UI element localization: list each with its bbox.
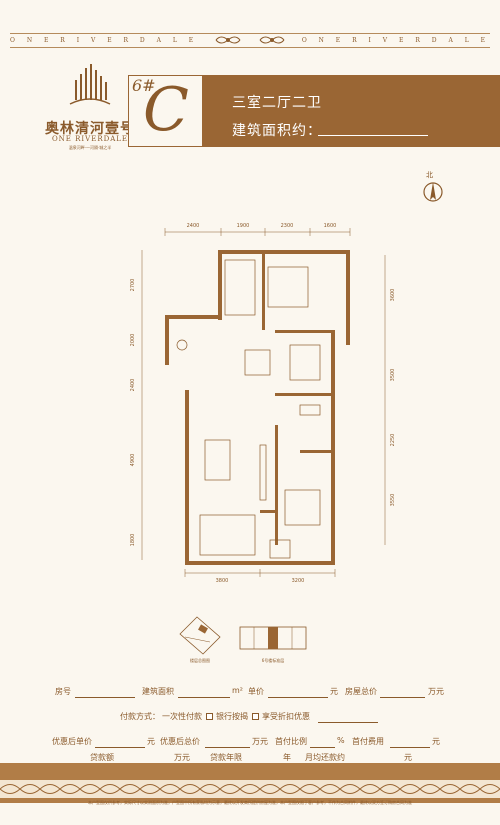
building-number: 6# bbox=[132, 76, 156, 95]
unit-price-field[interactable] bbox=[268, 697, 328, 698]
compass-icon bbox=[423, 182, 443, 202]
payment-option-mortgage: 银行按揭 bbox=[216, 712, 248, 721]
payment-option-discount: 享受折扣优惠 bbox=[262, 712, 310, 721]
yuan-unit-4: 元 bbox=[404, 753, 412, 762]
dim-top-3: 2300 bbox=[281, 223, 294, 229]
dim-top-1: 2400 bbox=[187, 223, 200, 229]
years-label: 贷款年限 bbox=[210, 753, 242, 762]
building-floor-caption: 6号楼标准层 bbox=[261, 658, 285, 663]
dim-bottom-2: 3200 bbox=[292, 578, 305, 584]
site-plan-thumbnail bbox=[179, 616, 221, 655]
payment-full-checkbox[interactable] bbox=[206, 713, 213, 720]
payment-label: 付款方式： bbox=[120, 712, 160, 721]
wan-unit-1: 万元 bbox=[428, 687, 444, 696]
disc-unit-field[interactable] bbox=[95, 747, 145, 748]
area-field[interactable] bbox=[178, 697, 230, 698]
first-ratio-field[interactable] bbox=[310, 747, 335, 748]
unit-price-label: 单价 bbox=[248, 687, 264, 696]
logo-tagline: 温泉河畔·一河隔·城之半 bbox=[68, 145, 112, 150]
total-price-label: 房屋总价 bbox=[345, 687, 377, 696]
unit-layout: 三室二厅二卫 bbox=[232, 95, 322, 111]
dim-right-1: 3600 bbox=[390, 289, 396, 302]
north-label: 北 bbox=[426, 171, 433, 179]
dim-left-3: 2400 bbox=[130, 379, 136, 392]
dim-top-2: 1900 bbox=[237, 223, 250, 229]
wan-unit-2: 万元 bbox=[252, 737, 268, 746]
yuan-unit-2: 元 bbox=[147, 737, 155, 746]
dim-left-2: 2000 bbox=[130, 334, 136, 347]
disc-unit-label: 优惠后单价 bbox=[52, 737, 92, 746]
area-blank bbox=[318, 135, 428, 136]
first-fee-field[interactable] bbox=[390, 747, 430, 748]
brand-band: O N E R I V E R D A L E O N E R I V E R … bbox=[0, 30, 500, 50]
dim-left-4: 4900 bbox=[130, 454, 136, 467]
room-no-field[interactable] bbox=[75, 697, 135, 698]
dim-bottom-1: 3800 bbox=[216, 578, 229, 584]
first-ratio-label: 首付比例 bbox=[275, 737, 307, 746]
dim-top-4: 1600 bbox=[324, 223, 337, 229]
north-compass: 北 bbox=[418, 170, 448, 205]
dim-left-5: 1800 bbox=[130, 534, 136, 547]
ornament-icon bbox=[259, 36, 285, 44]
dim-right-2: 3500 bbox=[390, 369, 396, 382]
site-plan-caption: 楼层总图图 bbox=[190, 658, 210, 663]
building-floor-thumbnail bbox=[239, 626, 307, 650]
floor-plan: 2400 1900 2300 1600 3800 3200 2700 2000 … bbox=[130, 223, 396, 584]
dim-right-4: 3550 bbox=[390, 494, 396, 507]
first-fee-label: 首付费用 bbox=[352, 737, 384, 746]
yuan-unit-3: 元 bbox=[432, 737, 440, 746]
logo-name: 奥林清河壹号 bbox=[45, 121, 135, 137]
brand-band-left: O N E R I V E R D A L E bbox=[10, 36, 199, 44]
footer-disclaimer: 本户型图仅供参考，实际尺寸以实测面积为准，户型图中所有家私均为示意，最终以开发商… bbox=[88, 800, 412, 805]
year-unit: 年 bbox=[283, 753, 291, 762]
top-rule-bottom bbox=[10, 47, 490, 48]
payment-mortgage-checkbox[interactable] bbox=[252, 713, 259, 720]
wan-unit-3: 万元 bbox=[174, 753, 190, 762]
unit-badge bbox=[128, 75, 203, 147]
monthly-label: 月均还款约 bbox=[305, 753, 345, 762]
yuan-unit-1: 元 bbox=[330, 687, 338, 696]
top-rule bbox=[10, 33, 490, 34]
dim-left-1: 2700 bbox=[130, 279, 136, 292]
unit-type-letter: C bbox=[143, 75, 189, 145]
brand-band-right: O N E R I V E R D A L E bbox=[301, 36, 490, 44]
loan-label: 贷款额 bbox=[90, 753, 114, 762]
area-field-label: 建筑面积 bbox=[142, 687, 174, 696]
ornament-icon bbox=[215, 36, 241, 44]
logo-english: ONE RIVERDALE bbox=[51, 135, 129, 143]
m2-unit: m² bbox=[232, 686, 243, 695]
area-label: 建筑面积约： bbox=[232, 123, 322, 139]
logo-mark-icon bbox=[69, 64, 111, 105]
payment-option-full: 一次性付款 bbox=[162, 712, 202, 721]
percent-unit: % bbox=[337, 736, 345, 745]
disc-total-field[interactable] bbox=[205, 747, 250, 748]
disc-total-label: 优惠后总价 bbox=[160, 737, 200, 746]
footer-pattern bbox=[0, 780, 500, 798]
dim-right-3: 2250 bbox=[390, 434, 396, 447]
total-price-field[interactable] bbox=[380, 697, 425, 698]
discount-field[interactable] bbox=[318, 722, 378, 723]
room-no-label: 房号 bbox=[55, 687, 71, 696]
